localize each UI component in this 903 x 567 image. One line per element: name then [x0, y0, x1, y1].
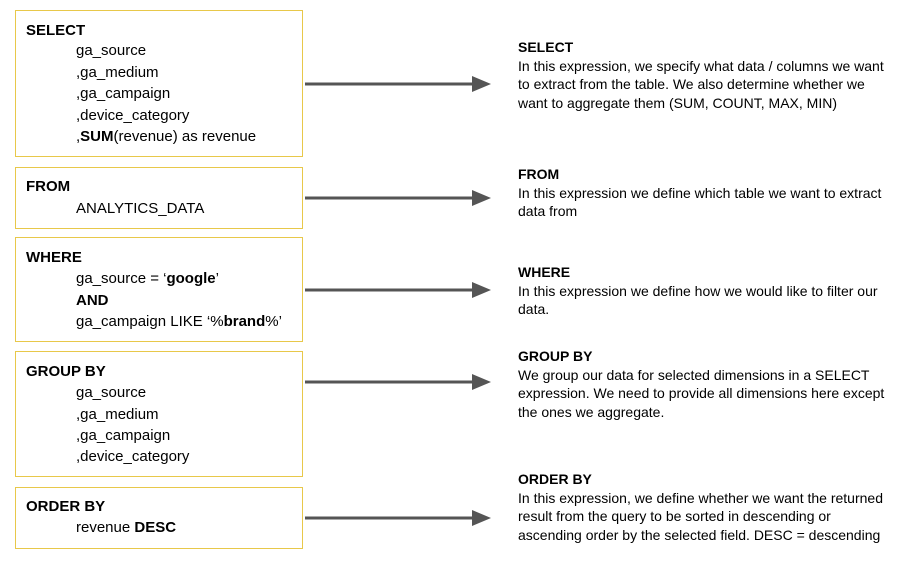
- select-box: SELECT ga_source ,ga_medium ,ga_campaign…: [15, 10, 303, 157]
- group-by-line: ,ga_campaign: [76, 427, 170, 445]
- arrow-where: [305, 282, 491, 298]
- where-line: ga_campaign LIKE ‘%brand%’: [76, 313, 282, 331]
- from-description-title: FROM: [518, 166, 560, 182]
- code-fragment: ,: [76, 128, 81, 145]
- code-fragment: ga_source = ‘: [76, 270, 167, 287]
- code-fragment: %’: [265, 313, 282, 330]
- order-by-description: ORDER BY In this expression, we define w…: [518, 470, 893, 544]
- select-description-title: SELECT: [518, 39, 574, 55]
- code-fragment: ,device_category: [76, 107, 190, 124]
- group-by-keyword: GROUP BY: [26, 363, 106, 380]
- group-by-line: ,device_category: [76, 448, 189, 466]
- from-box: FROM ANALYTICS_DATA: [15, 167, 303, 229]
- group-by-box: GROUP BY ga_source ,ga_medium ,ga_campai…: [15, 351, 303, 477]
- code-fragment: ga_source: [76, 384, 147, 401]
- code-fragment: ANALYTICS_DATA: [76, 200, 205, 217]
- select-line: ga_source: [76, 42, 146, 60]
- where-description-title: WHERE: [518, 264, 571, 280]
- where-description: WHERE In this expression we define how w…: [518, 263, 893, 319]
- code-fragment: revenue: [76, 519, 135, 536]
- order-by-description-text: In this expression, we define whether we…: [518, 489, 883, 543]
- group-by-description: GROUP BY We group our data for selected …: [518, 347, 893, 421]
- arrow-group-by: [305, 374, 491, 390]
- code-fragment: AND: [76, 292, 109, 309]
- select-line: ,ga_medium: [76, 64, 159, 82]
- arrow-from: [305, 190, 491, 206]
- where-description-text: In this expression we define how we woul…: [518, 282, 878, 318]
- code-fragment: ,device_category: [76, 448, 190, 465]
- order-by-description-title: ORDER BY: [518, 471, 592, 487]
- arrow-order-by: [305, 510, 491, 526]
- code-fragment: brand: [223, 313, 266, 330]
- where-line: ga_source = ‘google’: [76, 270, 219, 288]
- arrow-select: [305, 76, 491, 92]
- order-by-keyword: ORDER BY: [26, 498, 106, 515]
- code-fragment: SUM: [80, 128, 114, 145]
- from-line: ANALYTICS_DATA: [76, 200, 204, 218]
- select-description-text: In this expression, we specify what data…: [518, 57, 884, 111]
- code-fragment: google: [166, 270, 216, 287]
- from-keyword: FROM: [26, 178, 71, 195]
- from-description: FROM In this expression we define which …: [518, 165, 893, 221]
- select-line: ,ga_campaign: [76, 85, 170, 103]
- group-by-description-text: We group our data for selected dimension…: [518, 366, 885, 420]
- where-keyword: WHERE: [26, 249, 82, 266]
- group-by-line: ga_source: [76, 384, 146, 402]
- code-fragment: ,ga_medium: [76, 406, 159, 423]
- code-fragment: ’: [215, 270, 219, 287]
- where-box: WHERE ga_source = ‘google’ AND ga_campai…: [15, 237, 303, 342]
- code-fragment: DESC: [134, 519, 177, 536]
- code-fragment: (revenue) as revenue: [113, 128, 257, 145]
- select-description: SELECT In this expression, we specify wh…: [518, 38, 893, 112]
- code-fragment: ,ga_campaign: [76, 85, 171, 102]
- select-line: ,device_category: [76, 107, 189, 125]
- group-by-line: ,ga_medium: [76, 406, 159, 424]
- select-keyword: SELECT: [26, 22, 86, 39]
- code-fragment: ga_campaign LIKE ‘%: [76, 313, 224, 330]
- code-fragment: ga_source: [76, 42, 147, 59]
- code-fragment: ,ga_campaign: [76, 427, 171, 444]
- from-description-text: In this expression we define which table…: [518, 184, 882, 220]
- select-line: ,SUM(revenue) as revenue: [76, 128, 256, 146]
- where-line: AND: [76, 292, 109, 310]
- code-fragment: ,ga_medium: [76, 64, 159, 81]
- group-by-description-title: GROUP BY: [518, 348, 593, 364]
- order-by-line: revenue DESC: [76, 519, 176, 537]
- order-by-box: ORDER BY revenue DESC: [15, 487, 303, 549]
